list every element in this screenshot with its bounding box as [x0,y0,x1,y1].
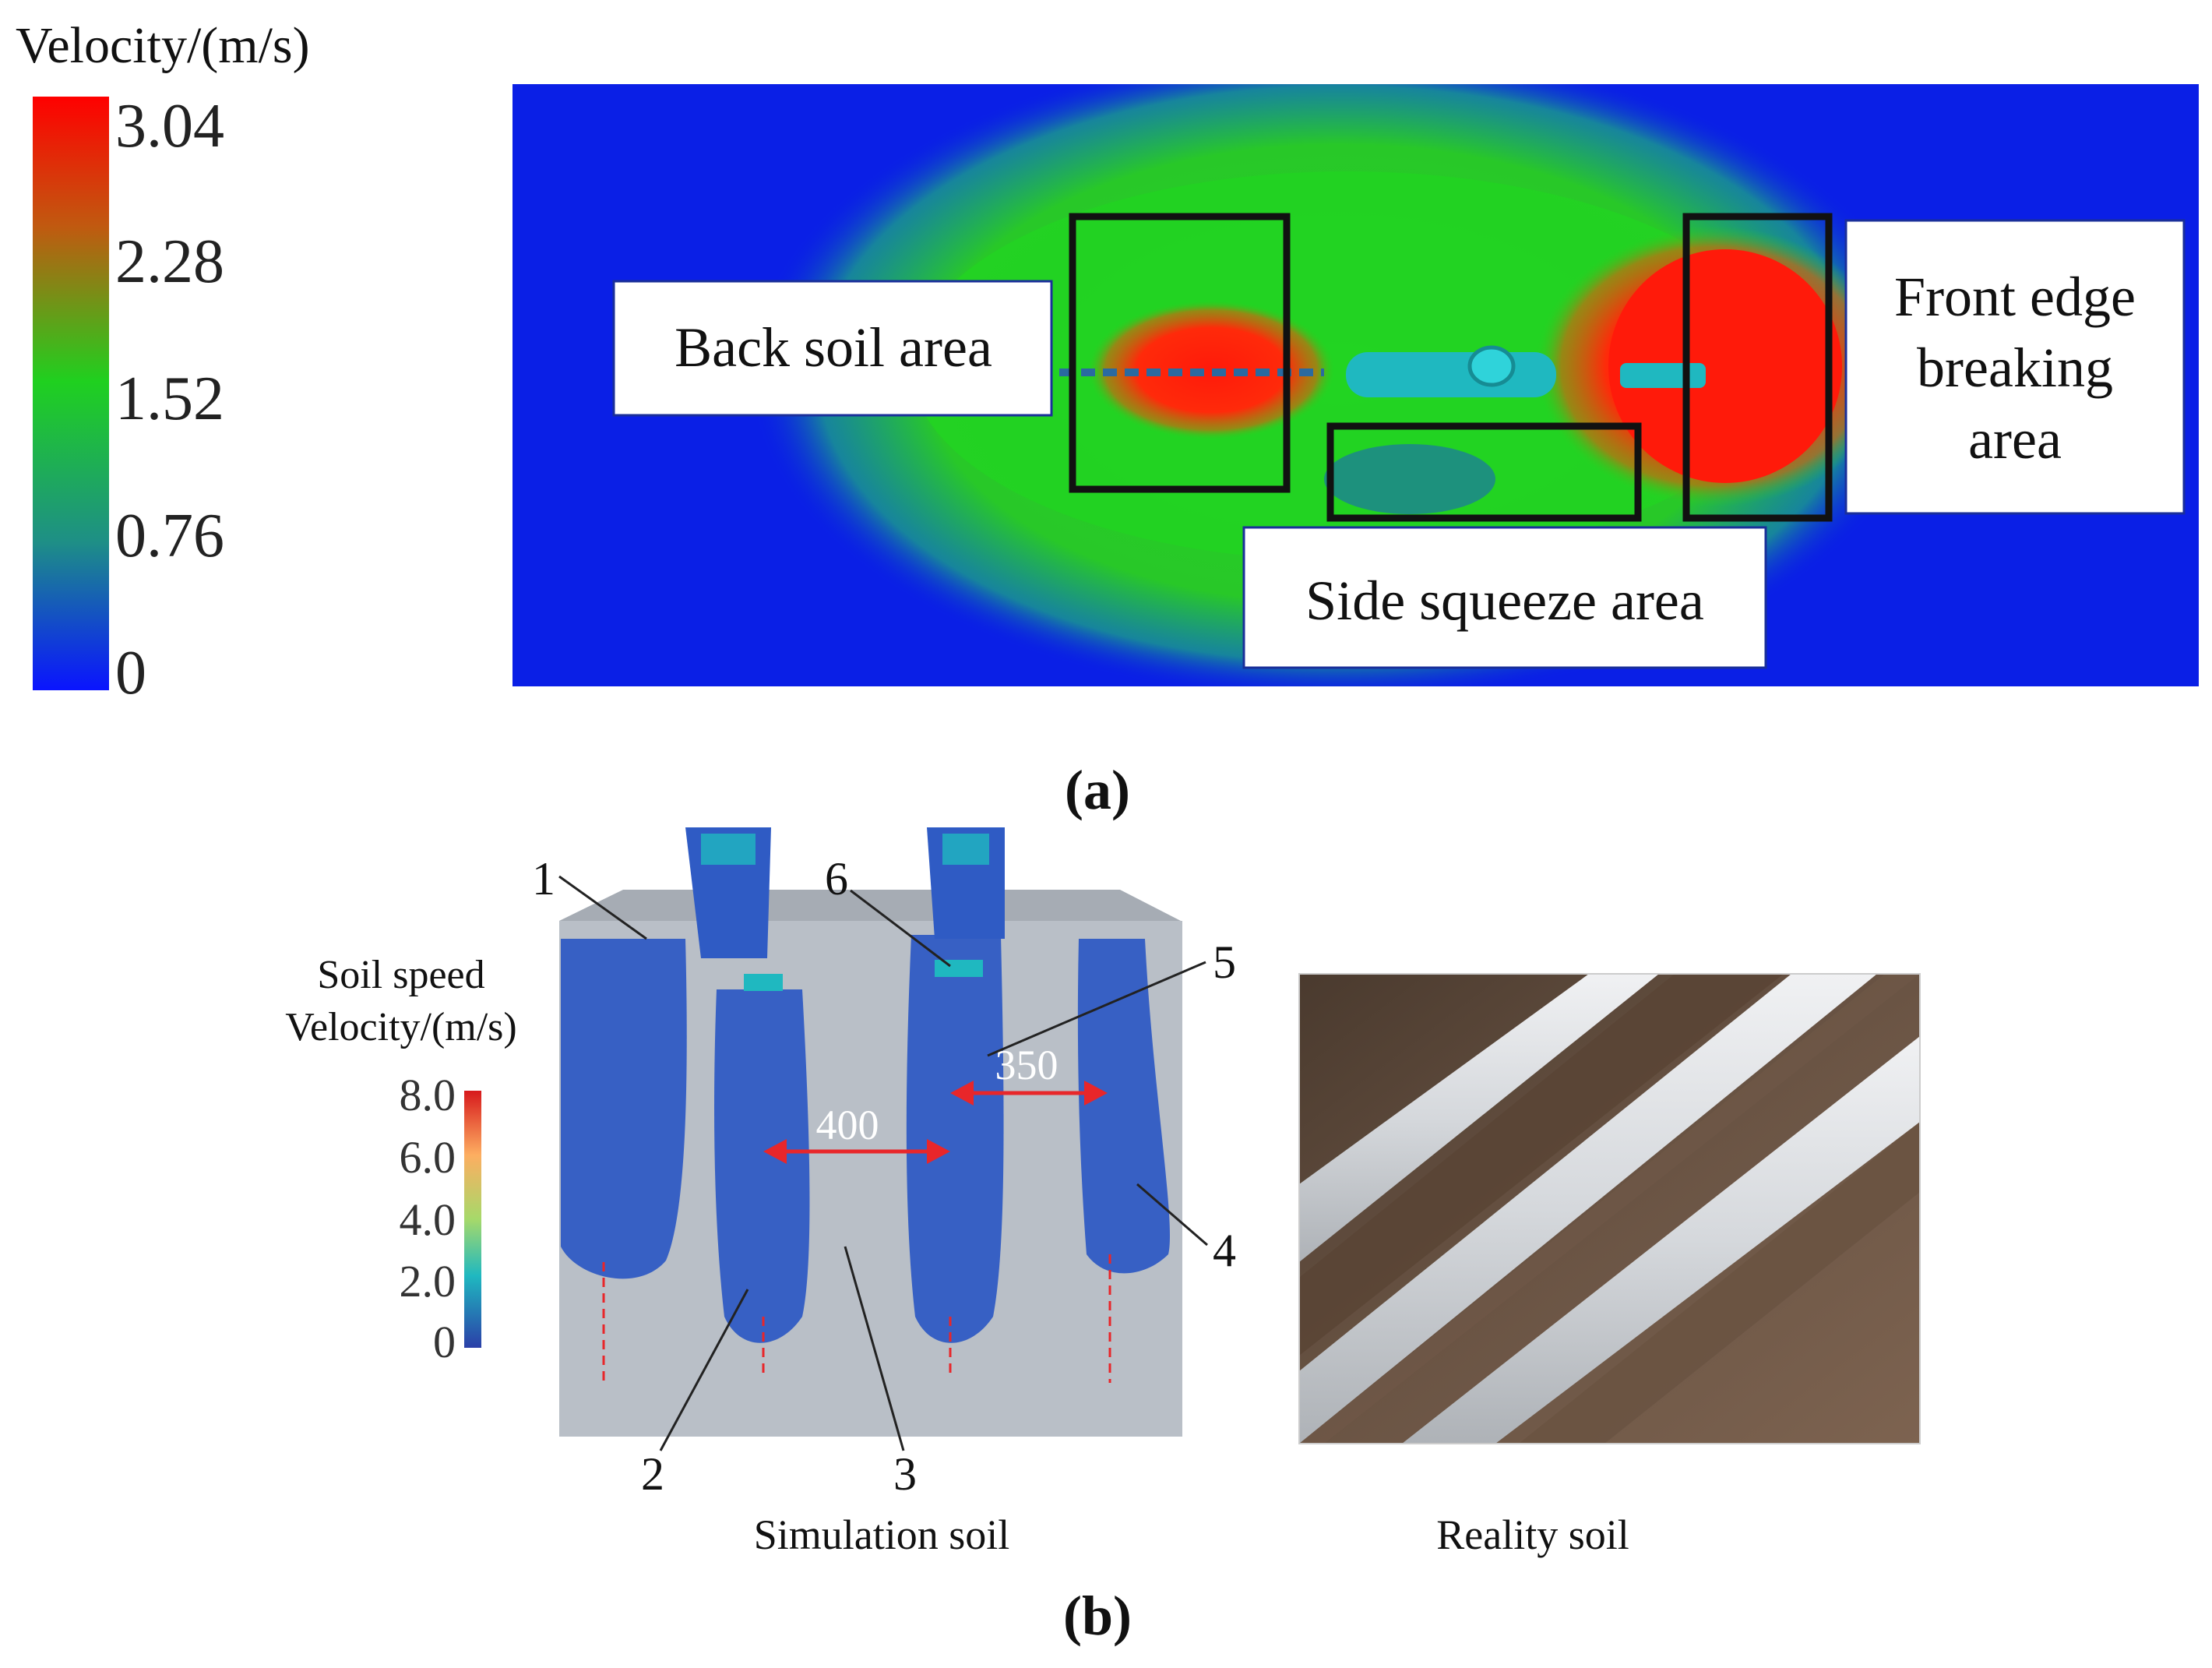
colorbar-a-tick: 0.76 [115,502,224,570]
colorbar-b-tick: 2.0 [400,1256,456,1307]
soil-ridge [1299,974,1920,1444]
svg-text:Side squeeze area: Side squeeze area [1305,570,1704,632]
panel-b: Soil speed Velocity/(m/s) 8.0 6.0 4.0 2.… [285,827,1921,1647]
svg-text:Front edge: Front edge [1894,266,2136,328]
colorbar-a-tick: 2.28 [115,227,224,296]
callout-6: 6 [825,853,848,905]
furrow-column-3 [906,935,1004,1343]
tool-tip [1620,363,1706,388]
label-side-squeeze: Side squeeze area [1242,526,1767,669]
red-zone-front-core [1608,249,1842,483]
colorbar-a-tick: 1.52 [115,365,224,433]
colorbar-a-ticks: 3.04 2.28 1.52 0.76 0 [115,92,224,707]
colorbar-b [464,1091,481,1348]
simulation-soil: 400 350 1 2 3 4 5 6 [532,827,1236,1558]
callout-3: 3 [893,1448,917,1500]
colorbar-b-tick: 6.0 [400,1132,456,1183]
svg-text:400: 400 [816,1102,879,1148]
callout-1: 1 [532,853,555,905]
furrow-column-2 [714,989,810,1343]
colorbar-b-tick: 8.0 [400,1070,456,1120]
label-front-edge: Front edge breaking area [1844,219,2186,515]
furrow-column-1 [561,939,687,1279]
colorbar-a-tick: 0 [115,639,146,707]
svg-text:350: 350 [995,1042,1058,1088]
callout-2: 2 [641,1448,664,1500]
colorbar-b-ticks: 8.0 6.0 4.0 2.0 0 [400,1070,456,1367]
callout-4: 4 [1213,1225,1236,1276]
box-front-edge [1682,213,1833,522]
tool-shank-cap [942,834,989,865]
reality-soil-caption: Reality soil [1436,1511,1629,1558]
simulation-soil-caption: Simulation soil [754,1511,1010,1558]
colorbar-b-title-2: Velocity/(m/s) [285,1005,517,1049]
svg-text:area: area [1968,408,2062,471]
colorbar-b-tick: 0 [433,1317,456,1367]
box-side-squeeze [1326,422,1642,522]
tool-body [1346,352,1556,397]
dimension-350: 350 [950,1042,1108,1106]
callouts: 1 2 3 4 5 6 [532,853,1236,1500]
furrow-column-4 [1077,939,1171,1274]
reality-soil-photo: Reality soil [1298,973,1921,1558]
soil-ridge [1299,974,1784,1356]
colorbar-b-tick: 4.0 [400,1194,456,1245]
red-zone-back [1087,300,1336,440]
film-strip [1299,974,1659,1262]
label-back-soil: Back soil area [612,280,1053,417]
caption-b: (b) [1063,1585,1132,1647]
soil-ridge [1519,1122,1920,1444]
colorbar-a [33,97,109,690]
colorbar-b-title-1: Soil speed [317,953,484,997]
svg-text:Back soil area: Back soil area [675,316,992,379]
particle-band-6 [935,960,983,977]
colorbar-a-tick: 3.04 [115,92,224,160]
callout-5: 5 [1213,936,1236,988]
film-strip [1402,1036,1920,1444]
dimension-400: 400 [763,1102,950,1164]
box-back-soil [1069,213,1291,493]
caption-a: (a) [1065,759,1130,821]
tool-shank-cap [701,834,756,865]
tool-end [1467,345,1516,387]
svg-text:breaking: breaking [1917,337,2113,399]
colorbar-a-title: Velocity/(m/s) [16,17,310,74]
panel-a: Velocity/(m/s) 3.04 2.28 1.52 0.76 0 [16,17,2199,821]
film-strip [1299,974,1877,1444]
particle-band-2 [744,974,783,991]
blue-patch-side [1324,444,1495,514]
